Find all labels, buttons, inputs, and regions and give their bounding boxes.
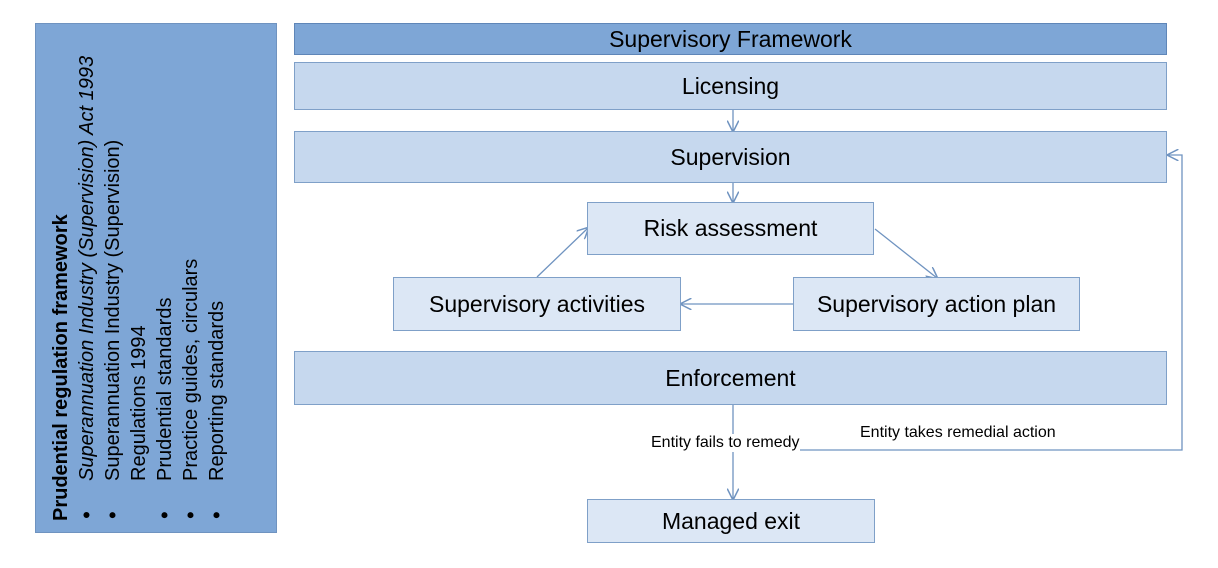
licensing-box: Licensing (294, 62, 1167, 110)
risk-assessment-box: Risk assessment (587, 202, 874, 255)
arrow-risk-to-action-plan (874, 228, 937, 278)
label-entity-takes-remedial-action: Entity takes remedial action (860, 424, 1056, 442)
arrow-remedial-to-supervision (733, 155, 1183, 451)
supervisory-activities-box: Supervisory activities (393, 277, 681, 331)
supervision-box: Supervision (294, 131, 1167, 183)
label-entity-fails-to-remedy: Entity fails to remedy (651, 434, 800, 452)
prudential-framework-panel: Prudential regulation framework Superann… (35, 23, 277, 533)
arrow-activities-to-risk (536, 228, 588, 278)
enforcement-box: Enforcement (294, 351, 1167, 405)
supervisory-action-plan-box: Supervisory action plan (793, 277, 1080, 331)
supervisory-framework-header: Supervisory Framework (294, 23, 1167, 55)
managed-exit-box: Managed exit (587, 499, 875, 543)
